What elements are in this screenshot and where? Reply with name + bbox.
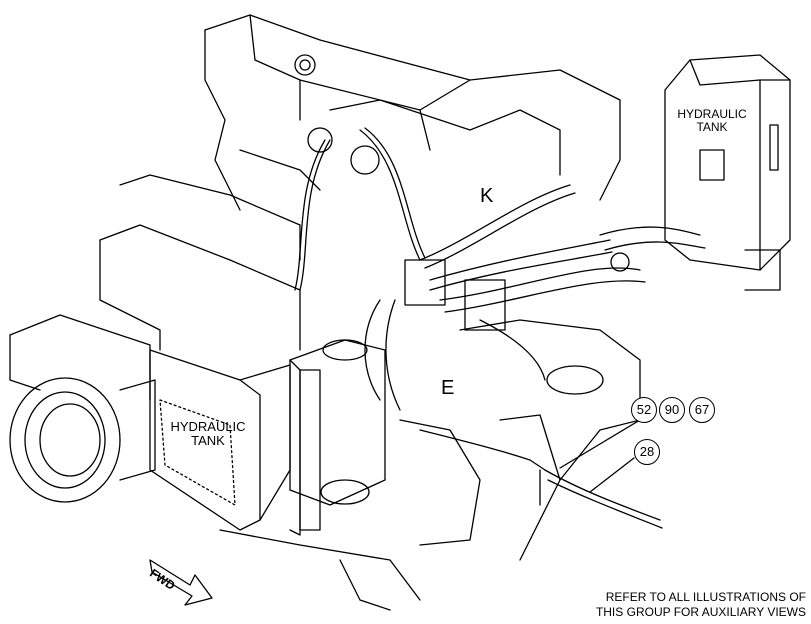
fwd-arrow	[149, 559, 213, 606]
auxiliary-views-note: REFER TO ALL ILLUSTRATIONS OF THIS GROUP…	[596, 590, 806, 620]
leader-lines	[559, 419, 641, 493]
tank-label-line: HYDRAULIC	[677, 107, 747, 121]
filter-block	[289, 339, 386, 536]
callout-28: 28	[634, 439, 660, 465]
upper-frame	[204, 14, 621, 211]
left-frame	[9, 174, 301, 503]
hydraulic-tank-label-upper: HYDRAULIC TANK	[672, 108, 752, 133]
tank-label-line: TANK	[191, 432, 225, 448]
hydraulic-tank-label-lower: HYDRAULIC TANK	[160, 420, 256, 447]
view-label-k: K	[480, 185, 494, 207]
tank-label-line: TANK	[696, 119, 728, 134]
view-label-e: E	[441, 377, 455, 399]
upper-hydraulic-tank	[664, 54, 791, 291]
lower-structure	[219, 319, 663, 611]
callout-90: 90	[659, 397, 685, 423]
hose-bundle	[294, 127, 706, 411]
note-line: REFER TO ALL ILLUSTRATIONS OF	[605, 590, 806, 604]
callout-67: 67	[689, 397, 715, 423]
tank-label-line: HYDRAULIC	[170, 419, 246, 434]
callout-52: 52	[631, 397, 657, 423]
note-line: THIS GROUP FOR AUXILIARY VIEWS	[595, 605, 806, 619]
